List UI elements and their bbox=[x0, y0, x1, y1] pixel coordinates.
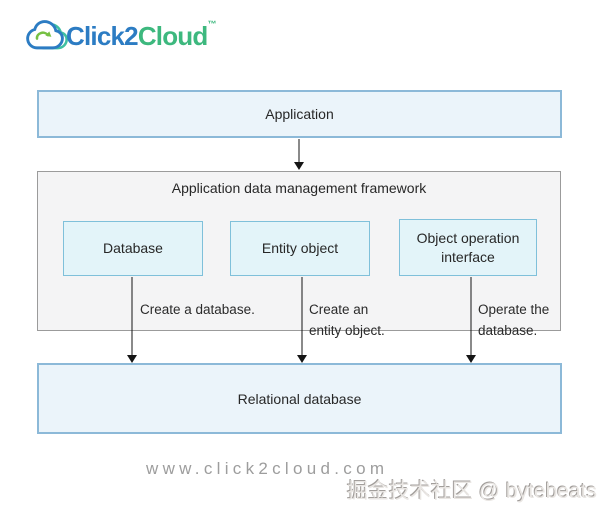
database-box: Database bbox=[63, 221, 203, 276]
database-label: Database bbox=[103, 240, 163, 256]
arrow-object-to-relational bbox=[465, 277, 477, 363]
click2cloud-logo: Click2Cloud™ bbox=[20, 14, 216, 58]
relational-database-box: Relational database bbox=[37, 363, 562, 434]
logo-text-cloud: Cloud bbox=[137, 20, 208, 51]
relational-database-label: Relational database bbox=[237, 390, 362, 407]
cloud-logo-icon bbox=[26, 20, 68, 50]
arrow-head-icon bbox=[127, 355, 137, 363]
action-label-create-entity-object: Create an entity object. bbox=[309, 302, 385, 338]
application-box: Application bbox=[37, 90, 562, 138]
object-operation-interface-box: Object operation interface bbox=[399, 219, 537, 276]
framework-container: Application data management framework Da… bbox=[37, 171, 561, 331]
entity-object-box: Entity object bbox=[230, 221, 370, 276]
action-label-operate-database: Operate the database. bbox=[478, 302, 550, 338]
arrow-application-to-framework bbox=[293, 139, 305, 170]
community-watermark: 掘金技术社区 @ bytebeats bbox=[346, 480, 597, 503]
arrow-line bbox=[298, 139, 300, 162]
arrow-head-icon bbox=[294, 162, 304, 170]
application-label: Application bbox=[265, 106, 334, 122]
arrow-head-icon bbox=[466, 355, 476, 363]
framework-title: Application data management framework bbox=[171, 180, 427, 196]
arrow-line bbox=[301, 277, 303, 355]
logo-text-click2: Click2 bbox=[66, 20, 139, 51]
arrow-database-to-relational bbox=[126, 277, 138, 363]
action-label-create-database: Create a database. bbox=[140, 302, 255, 317]
object-operation-interface-label: Object operation interface bbox=[416, 229, 520, 265]
website-watermark: www.click2cloud.com bbox=[146, 459, 389, 478]
arrow-head-icon bbox=[297, 355, 307, 363]
arrow-line bbox=[131, 277, 133, 355]
logo-wordmark: Click2Cloud™ bbox=[66, 18, 216, 52]
arrow-entity-to-relational bbox=[296, 277, 308, 363]
trademark-symbol: ™ bbox=[207, 18, 216, 29]
entity-object-label: Entity object bbox=[261, 240, 339, 256]
arrow-line bbox=[470, 277, 472, 355]
